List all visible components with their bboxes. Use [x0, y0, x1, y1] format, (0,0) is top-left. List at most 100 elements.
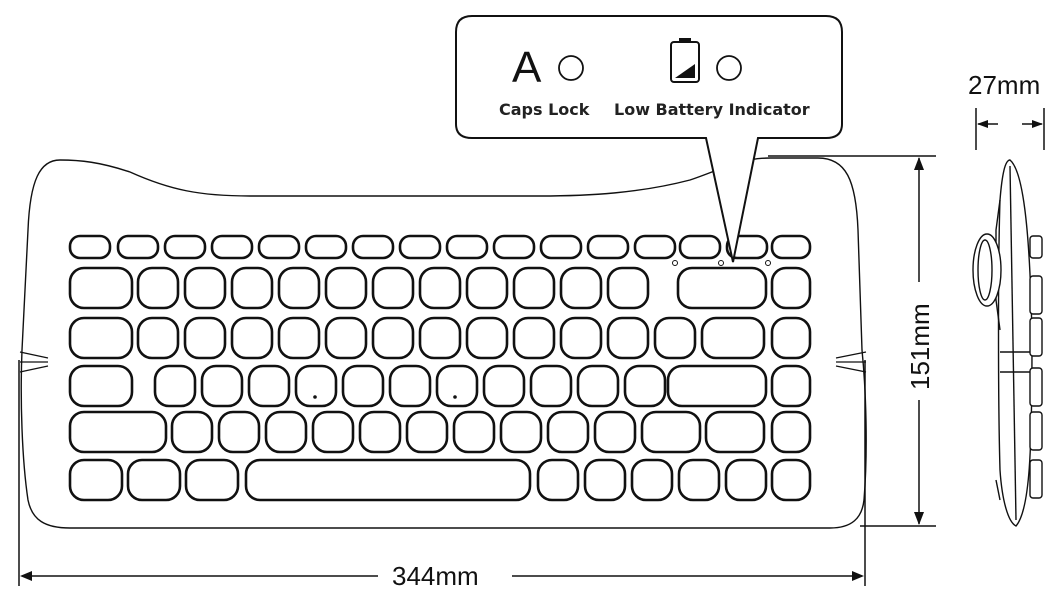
indicator-dot	[672, 260, 678, 266]
keyboard-key	[136, 266, 180, 310]
keyboard-key	[170, 410, 214, 454]
keyboard-key	[230, 266, 274, 310]
keyboard-key	[153, 364, 197, 408]
keyboard-key	[653, 316, 697, 360]
keyboard-key	[576, 364, 620, 408]
side-profile	[972, 159, 1033, 527]
space-bar-key	[244, 458, 532, 502]
keyboard-key	[678, 234, 722, 260]
keyboard-key	[539, 234, 583, 260]
keyboard-key	[418, 316, 462, 360]
keyboard-key	[418, 266, 462, 310]
keyboard-key	[700, 316, 766, 360]
keyboard-key	[465, 316, 509, 360]
keyboard-key	[770, 364, 812, 408]
side-key	[1029, 411, 1043, 451]
width-label: 344mm	[392, 561, 479, 591]
keyboard-key	[606, 266, 650, 310]
keyboard-key	[770, 410, 812, 454]
key-grid	[68, 234, 812, 502]
keyboard-key	[435, 364, 479, 408]
keyboard-key	[512, 266, 556, 310]
side-key-stack	[1029, 235, 1043, 499]
keyboard-key	[351, 234, 395, 260]
keyboard-key	[593, 410, 637, 454]
keyboard-key	[341, 364, 385, 408]
keyboard-key	[68, 364, 134, 408]
keyboard-key	[536, 458, 580, 502]
keyboard-key	[68, 458, 124, 502]
keyboard-key	[482, 364, 526, 408]
keyboard-key	[294, 364, 338, 408]
keyboard-key	[630, 458, 674, 502]
keyboard-key	[606, 316, 650, 360]
keyboard-key	[68, 266, 134, 310]
keyboard-key	[311, 410, 355, 454]
keyboard-key	[583, 458, 627, 502]
keyboard-key	[559, 266, 603, 310]
keyboard-key	[770, 266, 812, 310]
keyboard-key	[277, 266, 321, 310]
keyboard-key	[200, 364, 244, 408]
keyboard-key	[512, 316, 556, 360]
side-key	[1029, 459, 1043, 499]
keyboard-key	[136, 316, 180, 360]
side-key	[1029, 367, 1043, 407]
keyboard-key	[230, 316, 274, 360]
keyboard-key	[68, 410, 168, 454]
keyboard-key	[68, 316, 134, 360]
keyboard-key	[640, 410, 702, 454]
low-battery-led	[716, 55, 742, 81]
width-dimension	[18, 360, 866, 586]
keyboard-key	[116, 234, 160, 260]
keyboard-key	[247, 364, 291, 408]
keyboard-key	[371, 316, 415, 360]
depth-dimension	[975, 108, 1045, 150]
keyboard-key	[183, 316, 227, 360]
keyboard-key	[770, 234, 812, 260]
keyboard-key	[277, 316, 321, 360]
keyboard-key	[304, 234, 348, 260]
keyboard-key	[184, 458, 240, 502]
indicator-dot	[718, 260, 724, 266]
home-row-bump	[313, 395, 317, 399]
keyboard-key	[163, 234, 207, 260]
keyboard-key	[546, 410, 590, 454]
keyboard-key	[388, 364, 432, 408]
caps-lock-label: Caps Lock	[499, 100, 590, 119]
keyboard-key	[724, 458, 768, 502]
battery-low-icon	[670, 38, 700, 83]
keyboard-key	[257, 234, 301, 260]
keyboard-key	[210, 234, 254, 260]
keyboard-key	[623, 364, 667, 408]
keyboard-key	[492, 234, 536, 260]
keyboard-key	[770, 458, 812, 502]
depth-label: 27mm	[968, 70, 1040, 100]
keyboard-key	[324, 266, 368, 310]
keyboard-key	[770, 316, 812, 360]
keyboard-key	[324, 316, 368, 360]
side-key	[1029, 317, 1043, 357]
keyboard-key	[405, 410, 449, 454]
height-dimension	[768, 155, 936, 527]
keyboard-key	[358, 410, 402, 454]
keyboard-key	[371, 266, 415, 310]
keyboard-key	[499, 410, 543, 454]
indicator-dot	[765, 260, 771, 266]
keyboard-key	[264, 410, 308, 454]
keyboard-key	[452, 410, 496, 454]
keyboard-key	[559, 316, 603, 360]
left-hinge	[19, 351, 49, 373]
keyboard-key	[68, 234, 112, 260]
caps-lock-glyph: A	[512, 43, 542, 92]
keyboard-key	[217, 410, 261, 454]
keyboard-key	[677, 458, 721, 502]
keyboard-key	[586, 234, 630, 260]
home-row-bump	[453, 395, 457, 399]
keyboard-key	[633, 234, 677, 260]
indicator-callout	[455, 15, 843, 263]
side-key	[1029, 235, 1043, 259]
caps-lock-led	[558, 55, 584, 81]
right-hinge	[835, 351, 867, 373]
low-battery-label: Low Battery Indicator	[614, 100, 810, 119]
